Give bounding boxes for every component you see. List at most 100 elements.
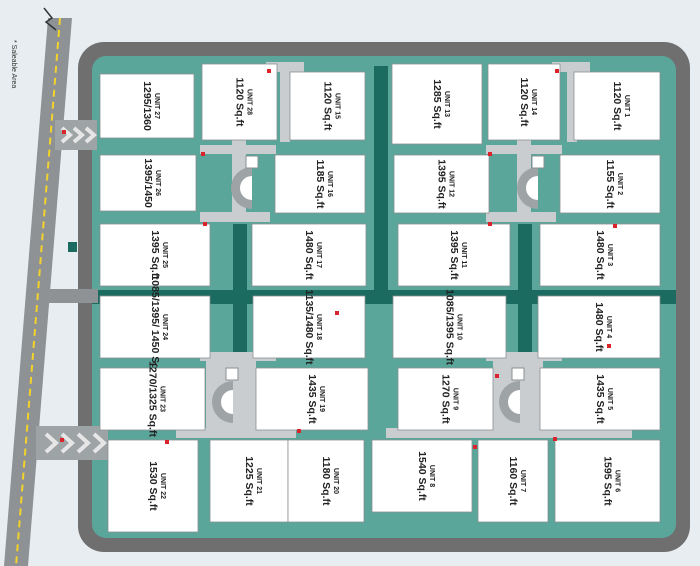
unit-block[interactable] <box>392 295 507 359</box>
unit-12[interactable]: UNIT 121395 Sq.ft <box>393 154 490 214</box>
unit-name: UNIT 12 <box>448 171 455 197</box>
unit-name: UNIT 8 <box>428 465 435 487</box>
unit-7[interactable]: UNIT 71160 Sq.ft <box>477 439 549 523</box>
unit-name: UNIT 21 <box>255 468 262 494</box>
unit-3[interactable]: UNIT 31480 Sq.ft <box>539 223 661 287</box>
unit-area: 1595 Sq.ft <box>602 456 614 506</box>
unit-name: UNIT 25 <box>161 242 168 268</box>
unit-block[interactable] <box>99 154 197 212</box>
unit-name: UNIT 15 <box>334 93 341 119</box>
unit-area: 1120 Sq.ft <box>234 77 246 127</box>
unit-block[interactable] <box>99 73 195 139</box>
unit-20[interactable]: UNIT 201180 Sq.ft <box>287 439 365 523</box>
unit-block[interactable] <box>477 439 549 523</box>
unit-area: 1120 Sq.ft <box>322 81 334 131</box>
entrance-top <box>55 120 98 150</box>
unit-10[interactable]: UNIT 101085/1395 Sq.ft <box>392 289 507 365</box>
unit-name: UNIT 14 <box>530 89 537 115</box>
unit-name: UNIT 10 <box>456 314 463 340</box>
unit-22[interactable]: UNIT 221530 Sq.ft <box>107 439 199 533</box>
unit-label: UNIT 221530 Sq.ft <box>147 461 166 511</box>
unit-name: UNIT 4 <box>605 316 612 338</box>
saleable-area-label: * Saleable Area <box>10 40 17 88</box>
unit-block[interactable] <box>252 295 366 359</box>
unit-name: UNIT 7 <box>519 470 526 492</box>
unit-name: UNIT 26 <box>154 170 161 196</box>
unit-6[interactable]: UNIT 61595 Sq.ft <box>554 439 661 523</box>
unit-14[interactable]: UNIT 141120 Sq.ft <box>487 63 561 141</box>
unit-name: UNIT 13 <box>443 91 450 117</box>
unit-block[interactable] <box>539 223 661 287</box>
road-center-line <box>15 17 61 566</box>
unit-17[interactable]: UNIT 171480 Sq.ft <box>251 223 367 287</box>
unit-block[interactable] <box>289 71 366 141</box>
unit-area: 1225 Sq.ft <box>243 456 255 506</box>
unit-block[interactable] <box>251 223 367 287</box>
unit-block[interactable] <box>554 439 661 523</box>
unit-18[interactable]: UNIT 181135/1480 Sq.ft <box>252 289 366 365</box>
unit-block[interactable] <box>559 154 661 214</box>
unit-name: UNIT 5 <box>606 388 613 410</box>
unit-block[interactable] <box>99 223 211 287</box>
unit-block[interactable] <box>274 154 366 214</box>
unit-block[interactable] <box>99 367 206 431</box>
unit-label: UNIT 181135/1480 Sq.ft <box>303 289 322 365</box>
unit-block[interactable] <box>287 439 365 523</box>
unit-4[interactable]: UNIT 41480 Sq.ft <box>537 295 661 359</box>
unit-8[interactable]: UNIT 81540 Sq.ft <box>371 439 473 513</box>
unit-area: 1270 Sq.ft <box>440 374 452 424</box>
unit-19[interactable]: UNIT 191435 Sq.ft <box>255 367 369 431</box>
unit-23[interactable]: UNIT 231270/1325 Sq.ft <box>99 361 206 437</box>
stair-west-lower <box>212 378 257 426</box>
unit-24[interactable]: UNIT 241085/1395/ 1450 Sq.ft <box>99 274 211 380</box>
unit-27[interactable]: UNIT 271295/1360 <box>99 73 195 139</box>
unit-11[interactable]: UNIT 111395 Sq.ft <box>397 223 511 287</box>
unit-5[interactable]: UNIT 51435 Sq.ft <box>539 367 661 431</box>
unit-block[interactable] <box>539 367 661 431</box>
unit-2[interactable]: UNIT 21155 Sq.ft <box>559 154 661 214</box>
unit-1[interactable]: UNIT 11120 Sq.ft <box>573 71 661 141</box>
unit-area: 1180 Sq.ft <box>320 456 332 506</box>
unit-block[interactable] <box>201 63 278 141</box>
unit-area: 1285 Sq.ft <box>431 79 443 129</box>
unit-area: 1395 Sq.ft <box>448 230 460 280</box>
unit-block[interactable] <box>391 63 483 145</box>
unit-block[interactable] <box>255 367 369 431</box>
unit-area: 1120 Sq.ft <box>518 77 530 127</box>
unit-area: 1435 Sq.ft <box>306 374 318 424</box>
unit-label: UNIT 91270 Sq.ft <box>440 374 459 424</box>
unit-block[interactable] <box>487 63 561 141</box>
unit-block[interactable] <box>573 71 661 141</box>
unit-28[interactable]: UNIT 281120 Sq.ft <box>201 63 278 141</box>
unit-21[interactable]: UNIT 211225 Sq.ft <box>209 439 289 523</box>
unit-15[interactable]: UNIT 151120 Sq.ft <box>289 71 366 141</box>
unit-block[interactable] <box>371 439 473 513</box>
unit-name: UNIT 19 <box>318 386 325 412</box>
unit-name: UNIT 28 <box>246 89 253 115</box>
unit-16[interactable]: UNIT 161185 Sq.ft <box>274 154 366 214</box>
unit-block[interactable] <box>209 439 289 523</box>
unit-block[interactable] <box>393 154 490 214</box>
unit-block[interactable] <box>537 295 661 359</box>
unit-name: UNIT 3 <box>606 244 613 266</box>
unit-label: UNIT 41480 Sq.ft <box>593 302 612 352</box>
unit-area: 1135/1480 Sq.ft <box>303 289 315 365</box>
unit-block[interactable] <box>107 439 199 533</box>
unit-block[interactable] <box>99 295 211 359</box>
unit-13[interactable]: UNIT 131285 Sq.ft <box>391 63 483 145</box>
unit-block[interactable] <box>397 223 511 287</box>
unit-block[interactable] <box>397 367 494 431</box>
unit-name: UNIT 24 <box>161 314 168 340</box>
stair-east-upper <box>517 164 562 212</box>
unit-area: 1540 Sq.ft <box>416 451 428 501</box>
east-spine <box>518 224 532 370</box>
unit-9[interactable]: UNIT 91270 Sq.ft <box>397 367 494 431</box>
unit-26[interactable]: UNIT 261395/1450 <box>99 154 197 212</box>
unit-label: UNIT 241085/1395/ 1450 Sq.ft <box>149 274 168 380</box>
unit-label: UNIT 21155 Sq.ft <box>604 159 623 209</box>
unit-label: UNIT 231270/1325 Sq.ft <box>147 361 166 437</box>
unit-25[interactable]: UNIT 251395 Sq.ft <box>99 223 211 287</box>
entrance-bottom <box>36 426 108 460</box>
